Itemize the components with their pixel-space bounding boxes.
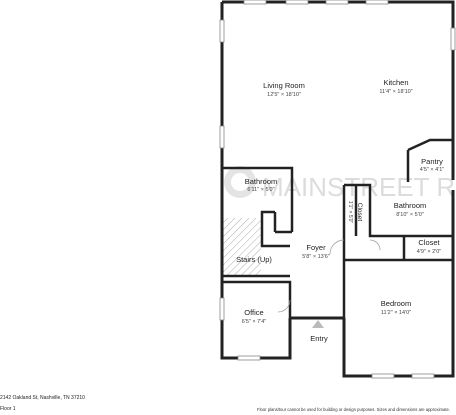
stairs: Stairs (Up) [236,255,272,264]
closet-vertical-dims: 1'1" × 5'0" [347,201,353,224]
bathroom-left-dims: 6'11" × 5'0" [247,187,274,193]
closet-vertical-name: Closet [356,203,363,222]
stairs-name: Stairs (Up) [236,255,272,264]
bedroom-name: Bedroom [381,299,411,308]
bathroom-left: Bathroom 6'11" × 5'0" [245,177,278,193]
door-swings [277,239,381,313]
bathroom-right-dims: 8'10" × 5'0" [396,212,424,218]
foyer-name: Foyer [306,243,326,252]
interior-walls [222,138,453,358]
bedroom: Bedroom 11'2" × 14'0" [381,299,411,316]
office-dims: 6'5" × 7'4" [242,319,267,325]
kitchen-name: Kitchen [383,78,408,87]
closet-vertical: Closet 1'1" × 5'0" [347,201,363,224]
closet-right-dims: 4'9" × 2'0" [417,249,442,255]
foyer-dims: 5'8" × 13'6" [302,254,330,260]
living-room: Living Room 12'5" × 18'10" [263,81,305,98]
office: Office 6'5" × 7'4" [242,308,267,325]
living-room-dims: 12'5" × 18'10" [267,92,301,98]
exterior-walls [220,0,455,378]
closet-right-name: Closet [418,238,440,247]
pantry-dims: 4'5" × 4'1" [420,167,445,173]
closet-right: Closet 4'9" × 2'0" [417,238,442,255]
pantry: Pantry 4'5" × 4'1" [420,157,445,173]
office-name: Office [244,308,263,317]
address-text: 2142 Oakland St, Nashville, TN 37210 [0,395,85,401]
living-room-name: Living Room [263,81,305,90]
bathroom-right-name: Bathroom [394,201,427,210]
watermark-text: MAINSTREET RENEWAL [262,172,456,202]
stairs-hatch [223,218,261,276]
bedroom-dims: 11'2" × 14'0" [381,310,411,316]
kitchen-dims: 11'4" × 18'10" [379,89,412,95]
bathroom-right: Bathroom 8'10" × 5'0" [394,201,427,218]
bathroom-left-name: Bathroom [245,177,278,186]
pantry-name: Pantry [421,157,443,166]
entry-label: Entry [310,334,328,343]
windows [219,0,456,379]
kitchen: Kitchen 11'4" × 18'10" [379,78,412,95]
disclaimer-text: Floor plans/tour cannot be used for buil… [257,407,450,412]
foyer: Foyer 5'8" × 13'6" [302,243,330,260]
floor-label: Floor 1 [0,406,16,412]
entry-arrow-icon [312,320,324,328]
watermark: MAINSTREET RENEWAL [224,166,456,202]
